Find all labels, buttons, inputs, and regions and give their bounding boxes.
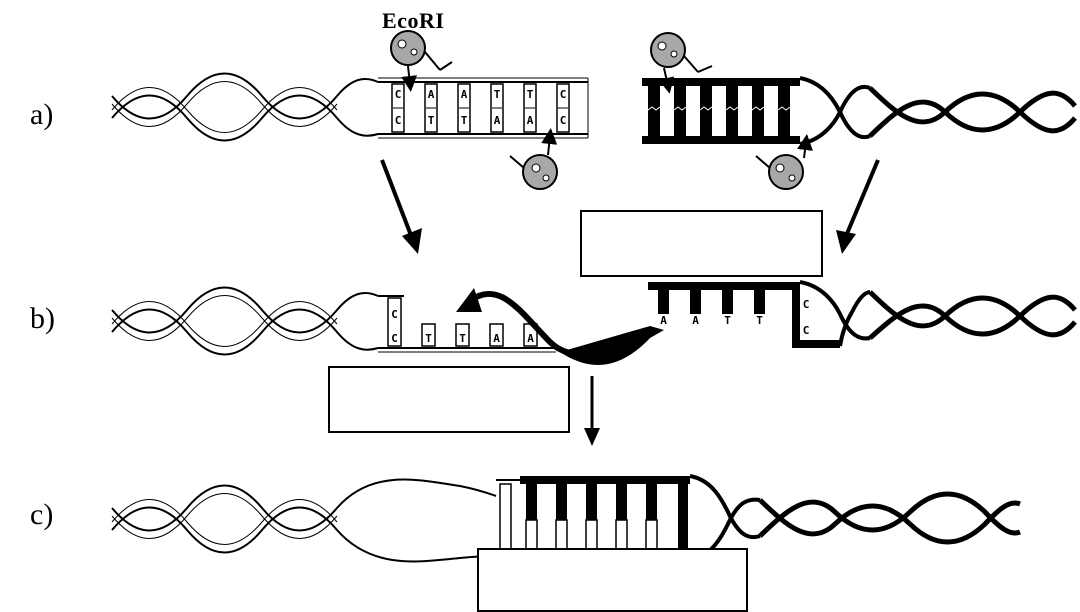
base-pair [726, 86, 738, 136]
base-pair [616, 484, 627, 520]
base-pair [499, 483, 512, 555]
base-letter: T [425, 332, 432, 345]
base-letter: C [560, 114, 567, 127]
base-letter: C [803, 324, 810, 337]
row-a-right-dna [642, 76, 1077, 146]
base-pair [678, 484, 688, 554]
base-pair [646, 484, 657, 520]
base-letter: C [803, 298, 810, 311]
enzyme-icon [509, 128, 558, 190]
base-pair [752, 86, 764, 136]
enzyme-icon [390, 30, 453, 92]
base-letter: A [527, 332, 534, 345]
base-letter: C [391, 332, 398, 345]
answer-box-c[interactable] [477, 548, 748, 612]
base-pair [455, 323, 470, 347]
base-letter: T [724, 314, 731, 327]
base-pair [690, 290, 701, 314]
base-pair [489, 323, 504, 347]
row-b-left-dna: CC T T A A [111, 286, 556, 356]
enzyme-label: EcoRI [382, 8, 445, 33]
base-letter: A [692, 314, 699, 327]
base-letter: A [494, 114, 501, 127]
base-letter: T [428, 114, 435, 127]
base-pair [586, 484, 597, 520]
base-letter: A [493, 332, 500, 345]
base-letter: T [459, 332, 466, 345]
arrow-a-to-b-left [380, 159, 422, 254]
row-b-right-dna: A A T T CC [648, 280, 1077, 348]
base-pair [526, 484, 537, 520]
enzyme-icon [650, 32, 713, 94]
base-pair [754, 290, 765, 314]
base-letter: A [660, 314, 667, 327]
base-letter: C [391, 308, 398, 321]
enzyme-icon [755, 134, 813, 190]
base-pair [674, 86, 686, 136]
base-letter: T [527, 88, 534, 101]
answer-box-a[interactable] [580, 210, 823, 277]
base-pair [648, 86, 660, 136]
base-letter: T [494, 88, 501, 101]
base-letter: T [756, 314, 763, 327]
arrow-b-to-c [584, 376, 600, 446]
base-pair [387, 297, 402, 347]
transfer-arrow [456, 288, 664, 365]
label-b: b) [30, 302, 55, 335]
arrow-a-to-b-right [836, 159, 880, 254]
base-letter: A [428, 88, 435, 101]
base-pair [421, 323, 436, 347]
base-pair [778, 86, 790, 136]
answer-box-b[interactable] [328, 366, 570, 433]
base-pair [556, 484, 567, 520]
base-letter: A [461, 88, 468, 101]
base-pair [722, 290, 733, 314]
base-pair [658, 290, 669, 314]
base-letter: A [527, 114, 534, 127]
row-c-dna [111, 474, 1021, 563]
label-a: a) [30, 98, 54, 131]
base-pair [700, 86, 712, 136]
base-letter: C [395, 88, 402, 101]
base-letter: C [395, 114, 402, 127]
base-letter: C [560, 88, 567, 101]
base-letter: T [461, 114, 468, 127]
label-c: c) [30, 498, 54, 531]
